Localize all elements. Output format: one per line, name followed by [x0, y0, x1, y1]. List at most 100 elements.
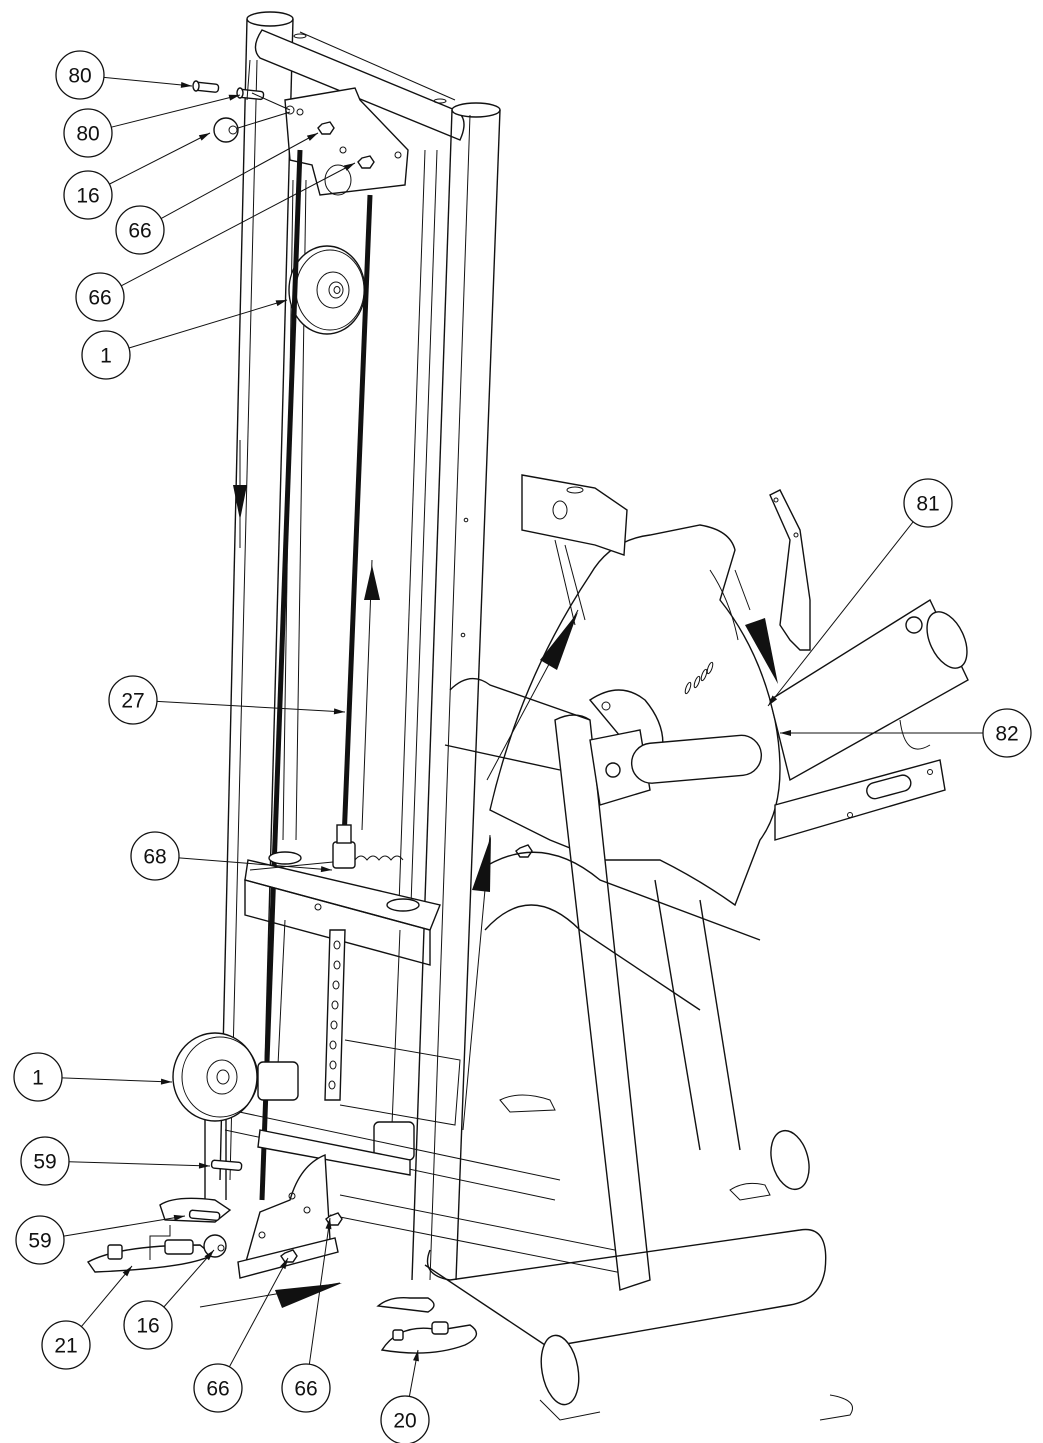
callout-circle	[55, 50, 105, 100]
callout-number: 16	[76, 185, 99, 208]
leader-line	[109, 132, 211, 185]
callout-16: 16	[63, 132, 211, 220]
callout-circle	[108, 675, 158, 725]
flow-arrows	[199, 440, 778, 1308]
callout-number: 80	[76, 123, 99, 146]
weight-carriage	[244, 824, 461, 1161]
callout-82: 82	[780, 708, 1032, 758]
curved-frame-tube	[444, 677, 761, 1151]
callout-circle	[63, 170, 113, 220]
callout-number: 16	[136, 1315, 159, 1338]
leader-arrowhead-icon	[306, 133, 318, 141]
leader-arrowhead-icon	[198, 133, 210, 141]
leader-arrowhead-icon	[780, 730, 791, 736]
callout-59: 59	[15, 1214, 186, 1265]
callouts: 80 80 16 66 66 1 27 68 1 59 59 21 16 66 66 20 81 82	[13, 50, 1032, 1443]
left-base-rails	[224, 1109, 641, 1276]
callout-circle	[281, 1363, 331, 1413]
leader-line	[63, 1215, 186, 1237]
leader-arrowhead-icon	[768, 695, 778, 706]
callout-number: 1	[32, 1067, 44, 1090]
leader-line	[160, 132, 319, 219]
leader-line	[163, 1249, 215, 1308]
leader-arrowhead-icon	[173, 1214, 185, 1221]
leader-line	[178, 857, 333, 871]
leader-line	[68, 1161, 211, 1167]
flow-arrow-up-cam	[486, 609, 579, 781]
callout-number: 66	[88, 287, 111, 310]
callout-circle	[130, 831, 180, 881]
callout-circle	[193, 1363, 243, 1413]
leader-arrowhead-icon	[325, 1218, 332, 1230]
callout-59: 59	[20, 1136, 211, 1186]
callout-number: 20	[393, 1410, 416, 1433]
callout-16: 16	[123, 1249, 215, 1350]
callout-circle	[41, 1320, 91, 1370]
callout-circle	[903, 478, 953, 528]
horizontal-arm	[774, 759, 946, 841]
callout-number: 1	[100, 345, 112, 368]
callout-66: 66	[193, 1257, 289, 1413]
callout-21: 21	[41, 1265, 133, 1370]
callout-circle	[63, 108, 113, 158]
callout-number: 66	[294, 1378, 317, 1401]
leader-line	[111, 94, 241, 128]
callout-66: 66	[115, 132, 319, 255]
leader-arrowhead-icon	[333, 708, 345, 715]
callout-80: 80	[63, 94, 241, 158]
leader-line	[121, 162, 356, 287]
upper-pulley-bracket	[284, 87, 409, 196]
leader-arrowhead-icon	[413, 1350, 419, 1362]
right-foot-plate	[376, 1296, 478, 1354]
flow-arrow-down-cam-rear	[734, 569, 778, 684]
callout-circle	[13, 1052, 63, 1102]
flow-arrow-right-base	[199, 1282, 342, 1308]
leader-arrowhead-icon	[122, 1266, 132, 1277]
leader-arrowhead-icon	[280, 1258, 288, 1270]
left-front-upright	[411, 102, 501, 1281]
callout-number: 66	[128, 220, 151, 243]
callout-circle	[380, 1395, 430, 1443]
callout-number: 66	[206, 1378, 229, 1401]
flow-arrow-up-cable	[361, 559, 380, 831]
callout-20: 20	[380, 1349, 430, 1443]
front-pivot-upright	[554, 689, 763, 1291]
callout-66: 66	[75, 162, 356, 322]
leader-line	[128, 299, 288, 349]
flow-arrow-down-left-tower	[233, 440, 247, 548]
callout-circle	[20, 1136, 70, 1186]
lower-pulley-bracket	[237, 1153, 343, 1279]
callout-circle	[115, 205, 165, 255]
cables	[259, 149, 373, 1201]
cam-top-bracket	[521, 474, 628, 626]
leader-arrowhead-icon	[180, 81, 192, 88]
callout-circle	[982, 708, 1032, 758]
callout-number: 81	[916, 493, 939, 516]
leader-arrowhead-icon	[160, 1078, 172, 1085]
callout-80: 80	[55, 50, 193, 100]
callout-circle	[81, 330, 131, 380]
leader-line	[156, 700, 346, 713]
callout-1: 1	[81, 299, 288, 380]
lower-exploded-hardware	[86, 1159, 243, 1273]
callout-number: 59	[33, 1151, 56, 1174]
callout-27: 27	[108, 675, 346, 725]
callout-1: 1	[13, 1052, 173, 1102]
callout-81: 81	[767, 478, 953, 707]
leader-arrowhead-icon	[343, 163, 355, 171]
top-pulley	[288, 245, 366, 335]
leader-line	[228, 1257, 289, 1368]
callout-number: 80	[68, 65, 91, 88]
callout-circle	[123, 1300, 173, 1350]
callout-number: 59	[28, 1230, 51, 1253]
leader-line	[103, 76, 193, 87]
callout-number: 68	[143, 846, 166, 869]
callout-number: 27	[121, 690, 144, 713]
leader-arrowhead-icon	[320, 866, 332, 873]
leader-arrowhead-icon	[275, 300, 287, 307]
leader-arrowhead-icon	[228, 94, 240, 101]
callout-circle	[75, 272, 125, 322]
callout-number: 21	[54, 1335, 77, 1358]
leader-line	[308, 1217, 331, 1365]
